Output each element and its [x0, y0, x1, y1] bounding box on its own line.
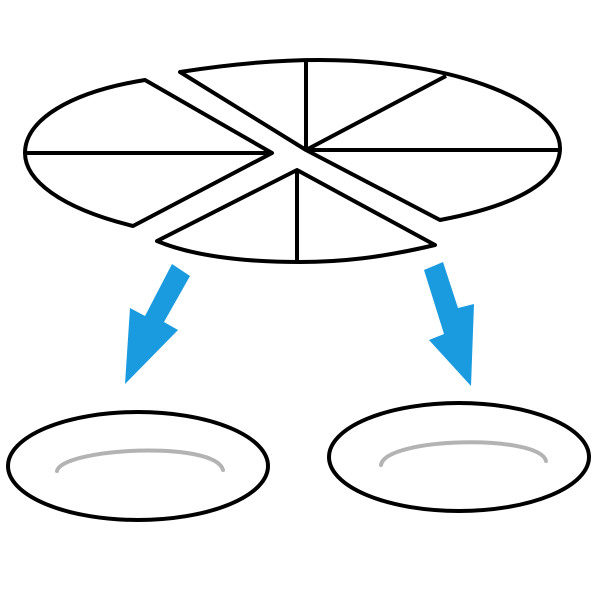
- pizza-right-piece: [178, 58, 562, 222]
- pizza-bottom-piece: [155, 168, 437, 264]
- pizza: [23, 58, 562, 264]
- pizza-right-piece-outline: [178, 58, 562, 222]
- plates: [6, 401, 591, 522]
- right-plate: [327, 401, 591, 513]
- left-plate-outline: [6, 410, 270, 522]
- left-plate-rim: [55, 448, 225, 473]
- left-plate: [6, 410, 270, 522]
- left-arrow-icon: [125, 264, 190, 384]
- right-plate-outline: [327, 401, 591, 513]
- arrows: [125, 262, 474, 386]
- right-plate-rim: [379, 440, 548, 467]
- pizza-right-slice-cut-2: [305, 74, 447, 152]
- pizza-left-piece: [23, 78, 274, 228]
- right-arrow-icon: [424, 262, 474, 386]
